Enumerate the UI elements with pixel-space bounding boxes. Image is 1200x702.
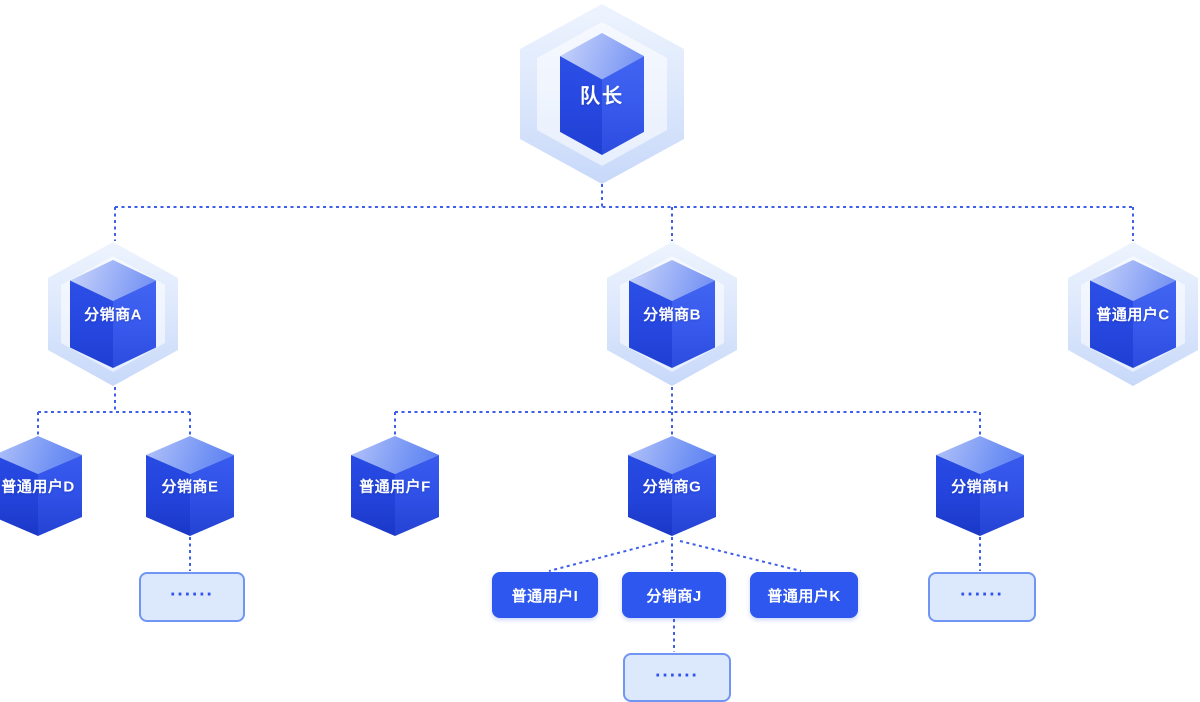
node-user-f: 普通用户F [351, 436, 439, 536]
distributor-cube-icon: 分销商H [936, 436, 1024, 536]
node-label: 分销商H [951, 478, 1009, 496]
ellipsis-label: ...... [960, 579, 1004, 601]
user-cube-icon: 普通用户C [1090, 260, 1176, 368]
node-user-c: 普通用户C [1068, 242, 1198, 386]
more-members-box-h: ...... [928, 572, 1036, 622]
node-label: 普通用户C [1096, 306, 1170, 324]
distributor-cube-icon: 分销商B [629, 260, 715, 368]
node-distributor-h: 分销商H [936, 436, 1024, 536]
connector-g-to-i [548, 540, 665, 572]
user-cube-icon: 普通用户D [0, 436, 82, 536]
node-label: 分销商G [642, 478, 702, 496]
more-members-box-e: ...... [139, 572, 245, 622]
ellipsis-label: ...... [170, 579, 214, 601]
distributor-cube-icon: 分销商A [70, 260, 156, 368]
node-distributor-j: 分销商J [622, 572, 726, 618]
node-captain: 队长 [520, 4, 684, 184]
node-distributor-g: 分销商G [628, 436, 716, 536]
captain-cube-icon: 队长 [560, 33, 644, 155]
node-label: 分销商A [84, 306, 142, 324]
user-cube-icon: 普通用户F [351, 436, 439, 536]
distributor-cube-icon: 分销商E [146, 436, 234, 536]
node-label: 分销商E [161, 478, 219, 496]
node-distributor-e: 分销商E [146, 436, 234, 536]
node-user-i: 普通用户I [492, 572, 598, 618]
ellipsis-label: ...... [655, 659, 699, 681]
more-members-box-j: ...... [623, 653, 731, 702]
node-label: 普通用户K [767, 587, 841, 605]
node-distributor-b: 分销商B [607, 242, 737, 386]
node-user-d: 普通用户D [0, 436, 82, 536]
node-label: 队长 [580, 85, 624, 108]
node-user-k: 普通用户K [750, 572, 858, 618]
node-label: 分销商B [643, 306, 701, 324]
distributor-cube-icon: 分销商G [628, 436, 716, 536]
node-label: 普通用户F [359, 478, 431, 496]
node-distributor-a: 分销商A [48, 242, 178, 386]
node-label: 普通用户D [1, 478, 75, 496]
node-label: 普通用户I [511, 587, 579, 605]
connector-g-to-k [679, 540, 802, 572]
node-label: 分销商J [646, 587, 702, 605]
